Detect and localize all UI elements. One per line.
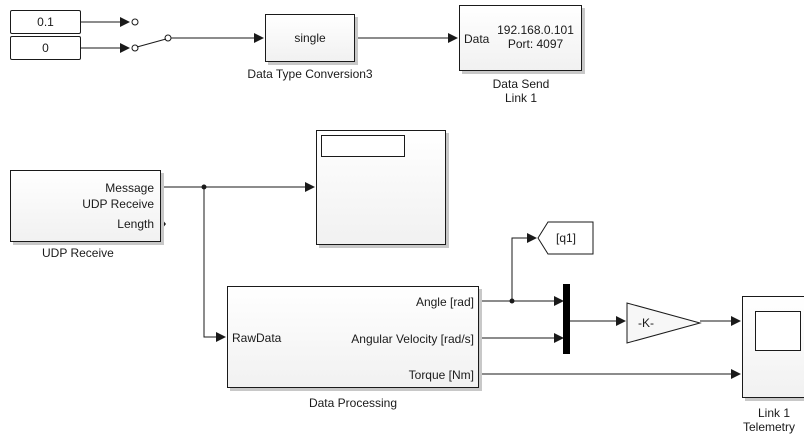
data-send-port: Port: 4097 <box>507 37 564 51</box>
data-type-conversion-label: Data Type Conversion3 <box>247 67 373 81</box>
telemetry-display <box>755 311 801 351</box>
manual-switch[interactable] <box>131 18 172 52</box>
telemetry-label-line2: Telemetry <box>743 420 796 434</box>
data-type-conversion-block[interactable]: single <box>265 14 355 62</box>
raw-data-port-label: RawData <box>232 331 282 345</box>
constant-block-2[interactable]: 0 <box>10 36 81 60</box>
data-processing-block[interactable]: RawData Angle [rad] Angular Velocity [ra… <box>227 286 479 388</box>
telemetry-label-line1: Link 1 <box>758 406 791 420</box>
length-port-icon <box>161 218 166 230</box>
torque-port-label: Torque [Nm] <box>408 368 474 382</box>
udp-receive-block[interactable]: Message UDP Receive Length <box>10 170 161 242</box>
data-send-ip: 192.168.0.101 <box>497 23 574 37</box>
data-send-label-line2: Link 1 <box>504 91 538 105</box>
scope-display <box>321 135 405 157</box>
goto-tag-block[interactable] <box>537 221 594 255</box>
conversion-type-text: single <box>294 31 326 45</box>
udp-message-port-label: Message <box>105 181 154 195</box>
signal-message-to-processing[interactable] <box>203 187 226 342</box>
data-processing-label: Data Processing <box>308 396 398 410</box>
data-send-label-line1: Data Send <box>492 77 550 91</box>
scope-block[interactable] <box>316 130 446 245</box>
mux-block[interactable] <box>563 284 570 354</box>
goto-tag-text: [q1] <box>556 231 577 245</box>
velocity-port-label: Angular Velocity [rad/s] <box>351 332 474 346</box>
gain-value-text: -K- <box>638 316 654 330</box>
constant-value-2: 0 <box>42 41 49 55</box>
telemetry-block[interactable] <box>742 296 804 398</box>
data-send-port-label: Data <box>464 32 490 46</box>
gain-block[interactable] <box>626 302 702 344</box>
udp-length-port-label: Length <box>117 217 154 231</box>
constant-value-1: 0.1 <box>37 15 54 29</box>
angle-port-label: Angle [rad] <box>415 295 474 309</box>
data-send-block[interactable]: Data 192.168.0.101 Port: 4097 <box>459 5 582 71</box>
constant-block-1[interactable]: 0.1 <box>10 10 81 34</box>
udp-receive-label: UDP Receive <box>42 246 114 260</box>
udp-receive-center-text: UDP Receive <box>82 197 154 211</box>
signal-angle-to-goto[interactable] <box>511 233 537 301</box>
